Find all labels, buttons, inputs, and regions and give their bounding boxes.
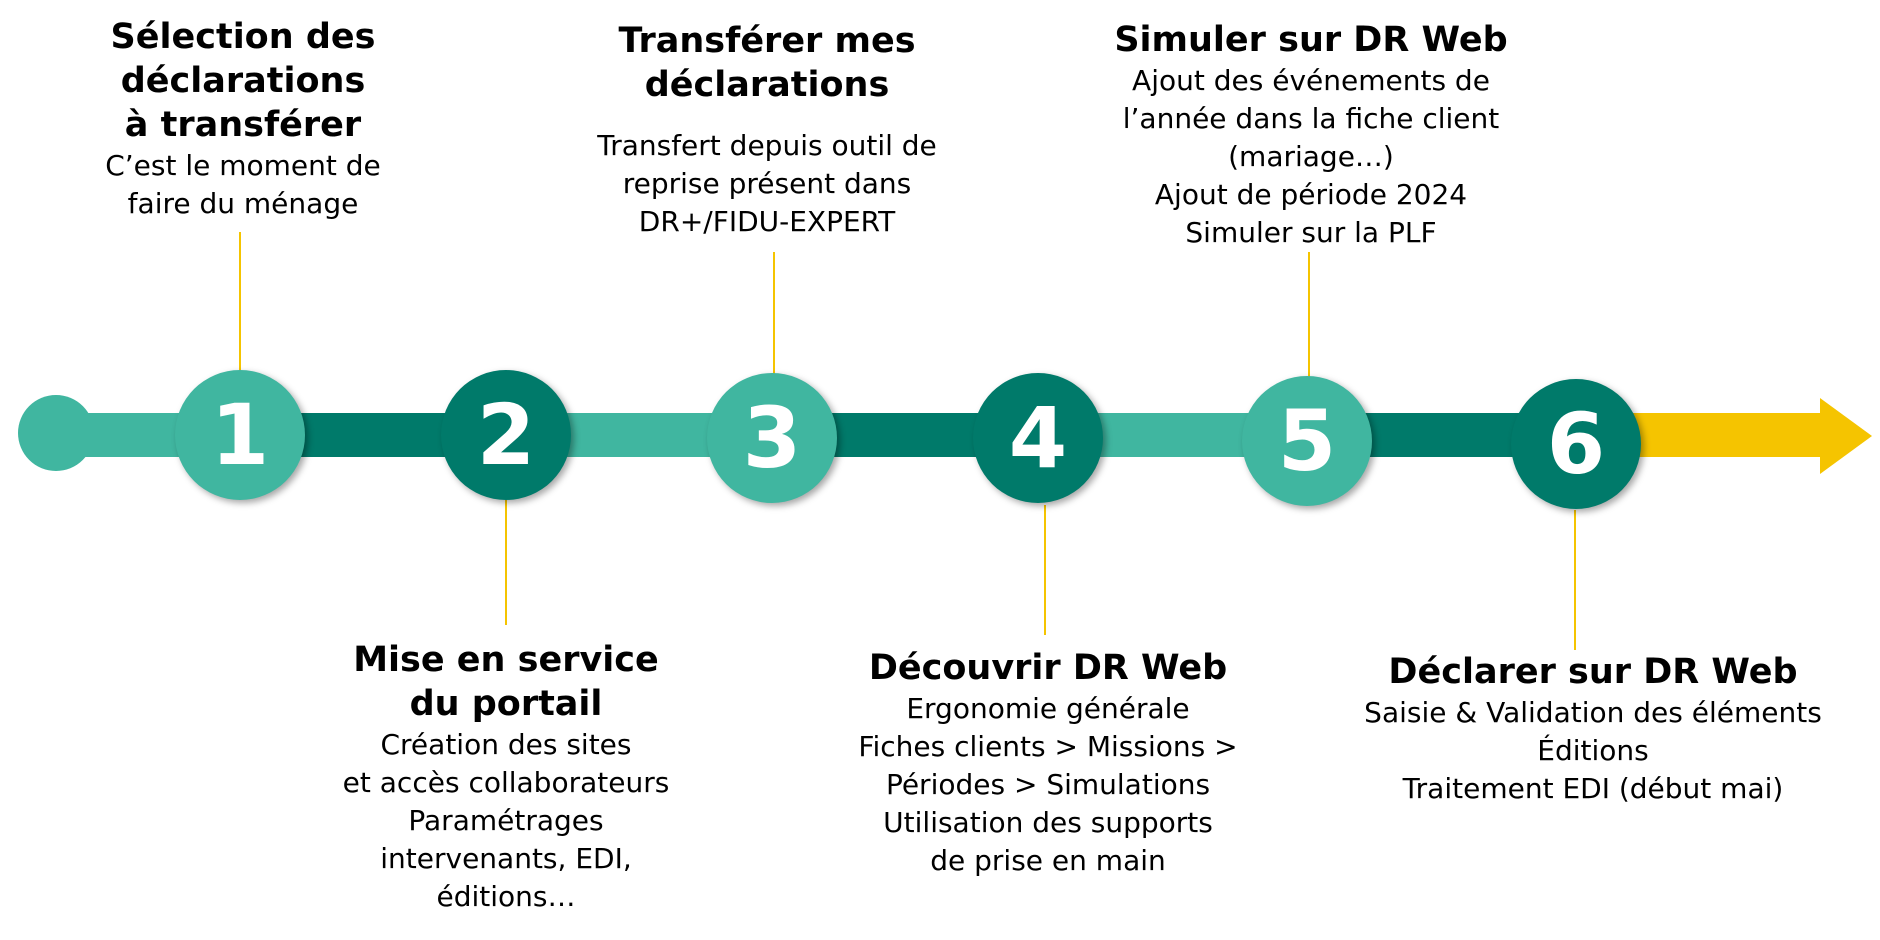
step-2-number: 2 (476, 386, 536, 484)
step-2-text: Mise en service du portail Création des … (266, 638, 746, 916)
step-4-line-1: Ergonomie générale (906, 692, 1190, 725)
step-4-number: 4 (1008, 389, 1068, 487)
step-2-circle: 2 (441, 370, 571, 500)
timeline-arrow-head-icon (1820, 398, 1872, 474)
connector-5 (1308, 252, 1310, 377)
step-5-number: 5 (1277, 392, 1337, 490)
step-5-text: Simuler sur DR Web Ajout des événements … (1071, 18, 1551, 252)
connector-1 (239, 232, 241, 372)
step-5-line-3: Simuler sur la PLF (1185, 216, 1437, 249)
step-6-text: Déclarer sur DR Web Saisie & Validation … (1353, 650, 1833, 808)
connector-4 (1044, 505, 1046, 635)
step-2-line-2: Paramétrages intervenants, EDI, éditions… (380, 804, 632, 913)
step-4-title: Découvrir DR Web (868, 648, 1228, 688)
step-6-line-1: Saisie & Validation des éléments (1364, 696, 1822, 729)
step-6-line-2: Éditions (1537, 734, 1649, 767)
step-3-text: Transférer mes déclarations Transfert de… (527, 19, 1007, 241)
step-4-circle: 4 (973, 373, 1103, 503)
step-4-line-3: Utilisation des supports de prise en mai… (883, 806, 1213, 877)
step-5-line-2: Ajout de période 2024 (1154, 178, 1468, 211)
step-5-title: Simuler sur DR Web (1114, 20, 1508, 60)
connector-2 (505, 500, 507, 625)
step-1-title: Sélection des déclarations à transférer (110, 17, 376, 145)
step-4-text: Découvrir DR Web Ergonomie générale Fich… (808, 646, 1288, 880)
step-5-circle: 5 (1242, 376, 1372, 506)
step-1-text: Sélection des déclarations à transférer … (3, 15, 483, 223)
step-3-circle: 3 (707, 373, 837, 503)
step-3-line-1: Transfert depuis outil de reprise présen… (597, 129, 937, 238)
connector-6 (1574, 510, 1576, 650)
step-2-title: Mise en service du portail (353, 640, 659, 724)
step-1-circle: 1 (175, 370, 305, 500)
step-3-number: 3 (742, 389, 802, 487)
step-1-line-1: C’est le moment de faire du ménage (105, 149, 381, 220)
step-6-title: Déclarer sur DR Web (1388, 652, 1798, 692)
step-4-line-2: Fiches clients > Missions > Périodes > S… (858, 730, 1238, 801)
step-6-line-3: Traitement EDI (début mai) (1402, 772, 1784, 805)
connector-3 (773, 252, 775, 377)
step-1-number: 1 (210, 386, 270, 484)
step-5-line-1: Ajout des événements de l’année dans la … (1122, 64, 1500, 173)
step-6-circle: 6 (1511, 379, 1641, 509)
step-2-line-1: Création des sites et accès collaborateu… (342, 728, 670, 799)
step-6-number: 6 (1546, 395, 1606, 493)
step-3-title: Transférer mes déclarations (618, 21, 916, 105)
